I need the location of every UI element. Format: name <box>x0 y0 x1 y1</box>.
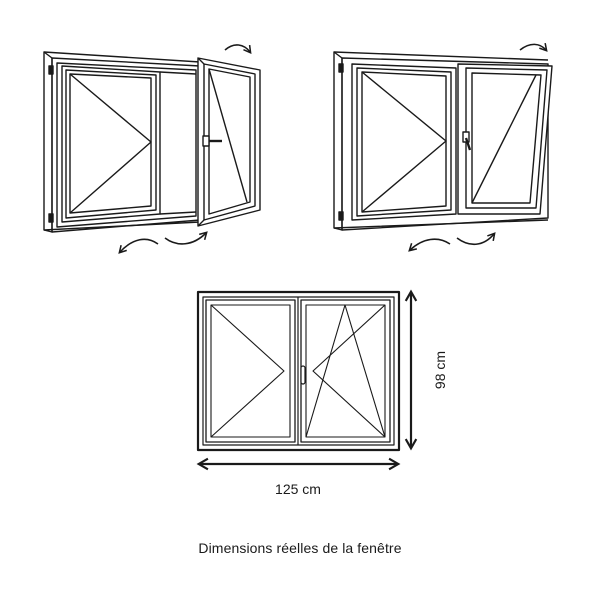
outer-frame <box>341 57 549 231</box>
hinge-icon <box>48 213 54 223</box>
casement-opening-view <box>43 51 261 233</box>
tilt-indicator <box>69 73 152 214</box>
open-sash <box>197 57 261 227</box>
hinge-icon <box>48 65 54 75</box>
height-label: 98 cm <box>432 351 448 389</box>
tilted-sash <box>457 63 553 215</box>
left-sash <box>205 299 296 443</box>
double-arrow-icon <box>164 231 208 245</box>
right-sash <box>300 299 391 443</box>
outer-frame <box>51 57 201 233</box>
front-view <box>196 290 401 452</box>
hinge-icon <box>338 63 344 73</box>
width-label: 125 cm <box>275 481 321 497</box>
window-handle-icon <box>202 135 222 147</box>
double-arrow-icon <box>408 238 451 252</box>
outer-frame <box>196 290 401 452</box>
rotation-arrow-icon <box>519 42 548 52</box>
double-arrow-icon <box>118 238 159 254</box>
double-arrow-icon <box>456 232 496 246</box>
window-handle-icon <box>462 131 472 151</box>
rotation-arrow-icon <box>224 44 252 55</box>
left-sash <box>351 63 457 221</box>
window-handle-icon <box>300 365 306 385</box>
caption: Dimensions réelles de la fenêtre <box>198 540 402 556</box>
left-sash <box>61 65 161 223</box>
hinge-icon <box>338 211 344 221</box>
tilt-opening-view <box>333 51 553 231</box>
